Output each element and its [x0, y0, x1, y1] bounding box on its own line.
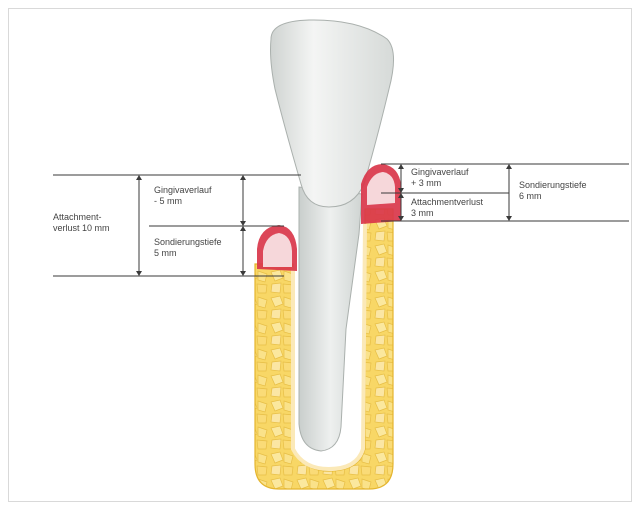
diagram-frame: Attachment- verlust 10 mm Gingivaverlauf…	[8, 8, 632, 502]
label-attachment-right: Attachmentverlust 3 mm	[411, 197, 486, 218]
gingiva-right	[361, 164, 401, 224]
label-gingiva-right: Gingivaverlauf + 3 mm	[411, 167, 471, 188]
label-gingiva-left: Gingivaverlauf - 5 mm	[154, 185, 214, 206]
periodontal-diagram: Attachment- verlust 10 mm Gingivaverlauf…	[9, 9, 633, 503]
label-probing-left: Sondierungstiefe 5 mm	[154, 237, 224, 258]
label-probing-right: Sondierungstiefe 6 mm	[519, 180, 589, 201]
label-attachment-left: Attachment- verlust 10 mm	[53, 212, 110, 233]
gingiva-left	[257, 225, 297, 271]
tooth-root	[299, 187, 362, 451]
